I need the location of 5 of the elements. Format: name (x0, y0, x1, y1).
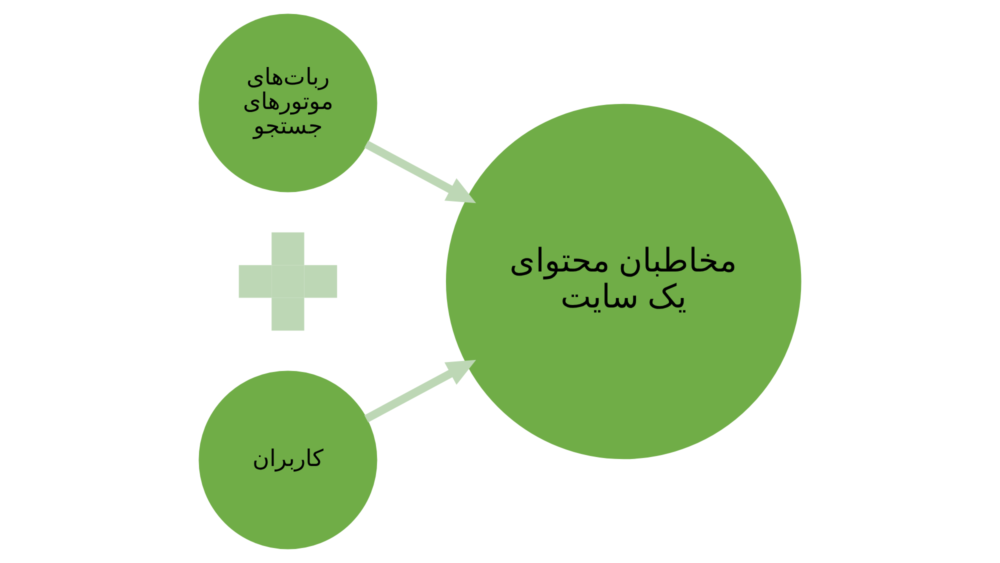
arrow (364, 140, 476, 204)
node-circle: کاربران (198, 370, 378, 550)
arrow (364, 360, 476, 422)
node-circle: مخاطبان محتوای یک سایت (446, 104, 802, 460)
node-circle: ربات‌های موتورهای جستجو (198, 14, 378, 192)
